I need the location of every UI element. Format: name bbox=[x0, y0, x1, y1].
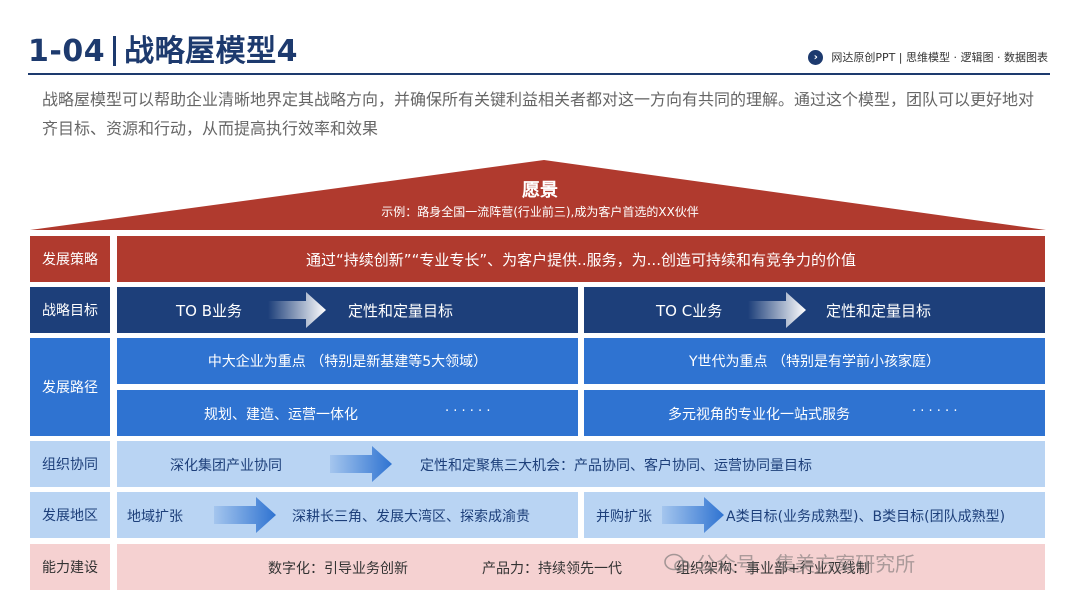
region-right-b: A类目标(业务成熟型)、B类目标(团队成熟型) bbox=[726, 509, 1006, 525]
region-left-b: 深耕长三角、发展大湾区、探索成渝贵 bbox=[292, 509, 530, 525]
row-label-region: 发展地区 bbox=[30, 492, 110, 538]
org-a: 深化集团产业协同 bbox=[170, 458, 282, 474]
row-label-org: 组织协同 bbox=[30, 441, 110, 487]
row-label-goals: 战略目标 bbox=[30, 287, 110, 333]
path-r2-left-cell bbox=[117, 390, 578, 436]
region-left-arrow-icon bbox=[214, 497, 276, 533]
page-title: 1-04 战略屋模型4 bbox=[28, 26, 298, 70]
region-right-cell bbox=[584, 492, 1045, 538]
org-arrow-icon bbox=[330, 446, 392, 482]
org-b: 定性和定聚焦三大机会：产品协同、客户协同、运营协同量目标 bbox=[420, 458, 812, 474]
path-r2-right-ellipsis: · · · · · · bbox=[912, 404, 958, 419]
path-r2-right-cell bbox=[584, 390, 1045, 436]
capability-c: 组织架构：事业部+行业双线制 bbox=[676, 561, 870, 577]
watermark: 公众号 · 集美方案研究所 bbox=[664, 548, 915, 577]
region-left-a: 地域扩张 bbox=[127, 509, 183, 525]
region-right-a: 并购扩张 bbox=[596, 509, 652, 525]
title-separator bbox=[113, 36, 117, 66]
goals-right-a: TO C业务 bbox=[656, 302, 723, 320]
capability-b: 产品力：持续领先一代 bbox=[482, 561, 622, 577]
org-cell bbox=[117, 441, 1045, 487]
strategy-cell: 通过“持续创新”“专业专长”、为客户提供..服务，为...创造可持续和有竞争力的… bbox=[117, 236, 1045, 282]
row-label-path: 发展路径 bbox=[30, 338, 110, 436]
goals-left-a: TO B业务 bbox=[176, 302, 243, 320]
goals-left-arrow-icon bbox=[268, 292, 326, 328]
wechat-icon bbox=[664, 553, 690, 572]
capability-a: 数字化：引导业务创新 bbox=[268, 561, 408, 577]
region-left-cell bbox=[117, 492, 578, 538]
path-r2-left-text: 规划、建造、运营一体化 bbox=[204, 407, 358, 423]
path-r2-left-ellipsis: · · · · · · bbox=[445, 404, 491, 419]
watermark-text: 公众号 · 集美方案研究所 bbox=[696, 552, 916, 576]
vision-subtitle: 示例：路身全国一流阵营(行业前三),成为客户首选的XX伙伴 bbox=[381, 205, 699, 219]
brand-text: 网达原创PPT | 思维模型 · 逻辑图 · 数据图表 bbox=[831, 51, 1048, 64]
title-number: 1-04 bbox=[28, 34, 106, 69]
goals-right-b: 定性和定量目标 bbox=[826, 302, 932, 320]
goals-left-b: 定性和定量目标 bbox=[348, 302, 454, 320]
intro-paragraph: 战略屋模型可以帮助企业清晰地界定其战略方向，并确保所有关键利益相关者都对这一方向… bbox=[42, 90, 1035, 138]
title-text: 战略屋模型4 bbox=[124, 34, 298, 69]
goals-right-arrow-icon bbox=[748, 292, 806, 328]
path-r1-left: 中大企业为重点 （特别是新基建等5大领域） bbox=[117, 338, 578, 384]
row-label-strategy: 发展策略 bbox=[30, 236, 110, 282]
roof-shape bbox=[30, 160, 1046, 230]
chevron-right-icon: › bbox=[808, 49, 824, 65]
brand-tag: › 网达原创PPT | 思维模型 · 逻辑图 · 数据图表 bbox=[808, 49, 1048, 65]
goals-right-cell bbox=[584, 287, 1045, 333]
vision-roof bbox=[30, 160, 1046, 230]
title-divider bbox=[28, 73, 1050, 75]
row-label-capability: 能力建设 bbox=[30, 544, 110, 590]
path-r1-right: Y世代为重点 （特别是有学前小孩家庭） bbox=[584, 338, 1045, 384]
path-r2-right-text: 多元视角的专业化一站式服务 bbox=[668, 407, 850, 423]
capability-cell bbox=[117, 544, 1045, 590]
region-right-arrow-icon bbox=[662, 497, 724, 533]
goals-left-cell bbox=[117, 287, 578, 333]
vision-title: 愿景 bbox=[522, 180, 558, 201]
